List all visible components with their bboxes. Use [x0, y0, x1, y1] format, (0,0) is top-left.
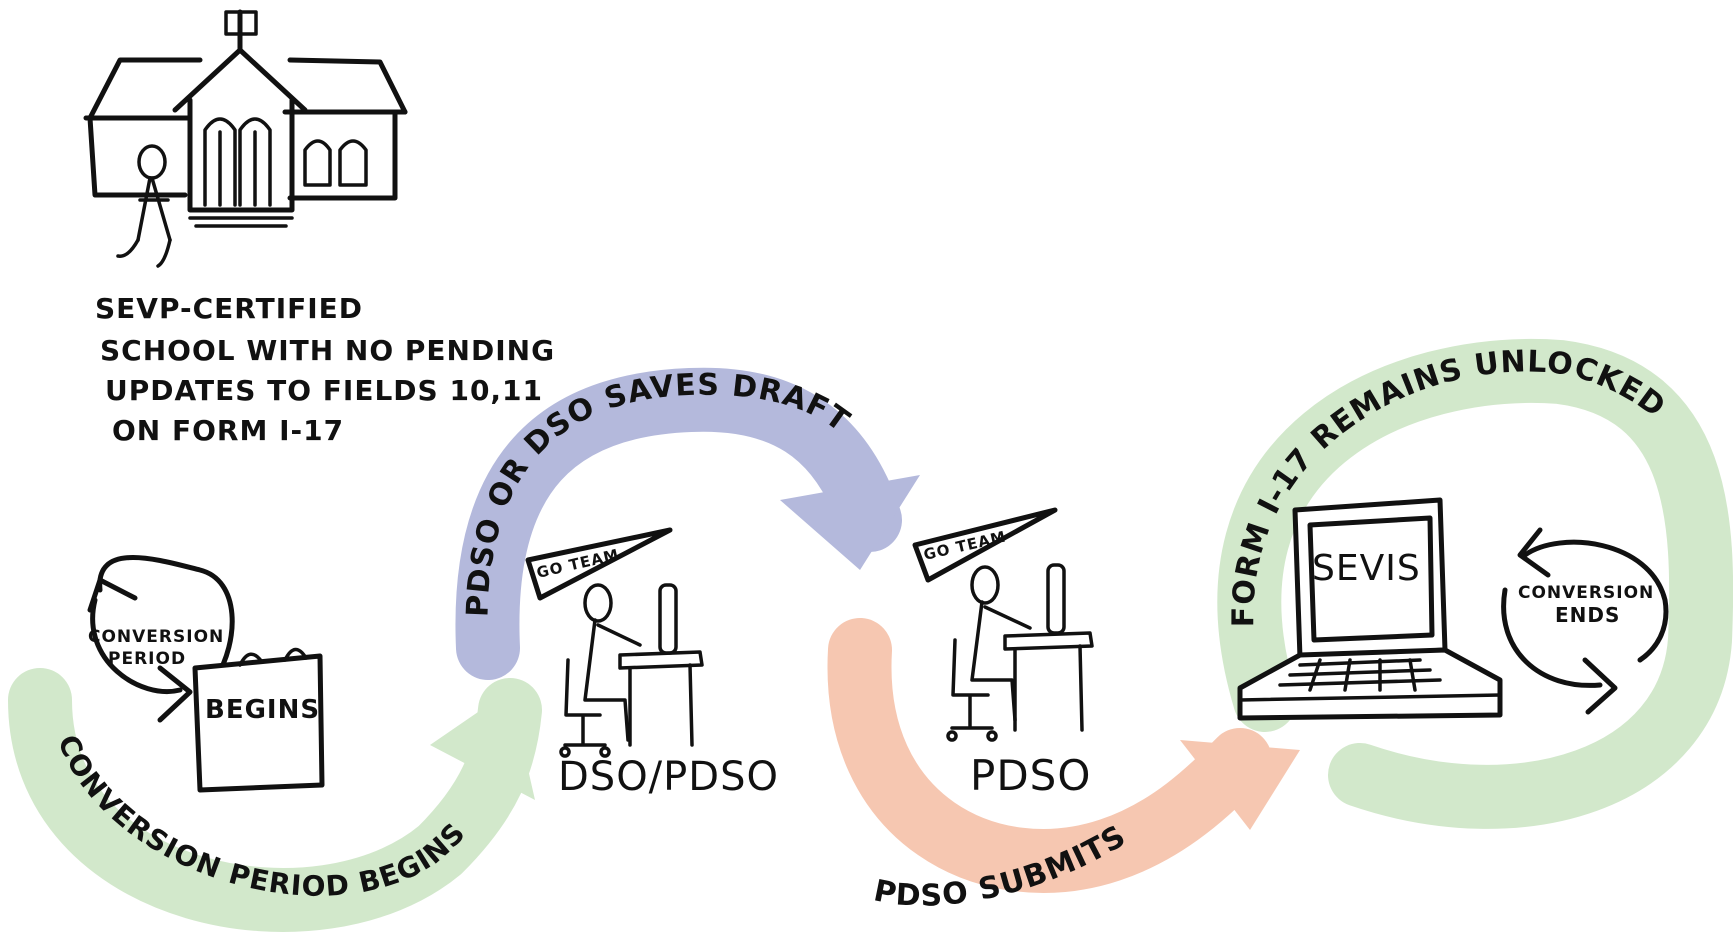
- conversion-period-label-1: CONVERSION: [88, 627, 224, 647]
- cycle-arrows-icon: CONVERSION ENDS: [1501, 527, 1669, 715]
- arrow-pdso-or-dso-saves-draft: [455, 367, 920, 680]
- role-label-dso-pdso: DSO/PDSO: [558, 754, 779, 800]
- desk-icon: [618, 583, 704, 747]
- svg-text:SCHOOL WITH NO PENDING: SCHOOL WITH NO PENDING: [100, 334, 555, 367]
- svg-text:BEGINS: BEGINS: [205, 695, 320, 725]
- person-icon: [116, 144, 172, 268]
- pdso-workstation: GO TEAM PDSO: [912, 507, 1094, 800]
- svg-text:SEVP-CERTIFIED: SEVP-CERTIFIED: [95, 292, 363, 325]
- pennant-icon: GO TEAM: [912, 507, 1058, 583]
- arrow-conversion-period-begins: [8, 668, 542, 932]
- conversion-period-label-2: PERIOD: [108, 649, 186, 669]
- school-caption: SEVP-CERTIFIED SCHOOL WITH NO PENDING UP…: [95, 292, 555, 447]
- desk-icon: [1003, 563, 1094, 732]
- arrow-form-remains-unlocked: [1217, 339, 1733, 829]
- role-label-pdso: PDSO: [970, 751, 1091, 800]
- arrow-pdso-submits: [827, 618, 1300, 893]
- svg-text:UPDATES TO FIELDS 10,11: UPDATES TO FIELDS 10,11: [105, 374, 543, 407]
- cycle-arrows-icon: CONVERSION PERIOD: [87, 555, 235, 723]
- conversion-ends-label-1: CONVERSION: [1518, 583, 1654, 603]
- conversion-ends-label-2: ENDS: [1555, 603, 1620, 627]
- begins-sign: BEGINS: [192, 647, 325, 793]
- svg-text:ON FORM I-17: ON FORM I-17: [112, 414, 344, 447]
- pennant-icon: GO TEAM: [525, 527, 673, 601]
- monitor-text: SEVIS: [1312, 548, 1421, 589]
- person-icon: [559, 583, 642, 758]
- computer-icon: SEVIS: [1237, 497, 1503, 721]
- school-building-icon: [83, 9, 408, 268]
- person-icon: [946, 565, 1032, 742]
- dso-pdso-workstation: GO TEAM DSO/PDSO: [525, 527, 779, 800]
